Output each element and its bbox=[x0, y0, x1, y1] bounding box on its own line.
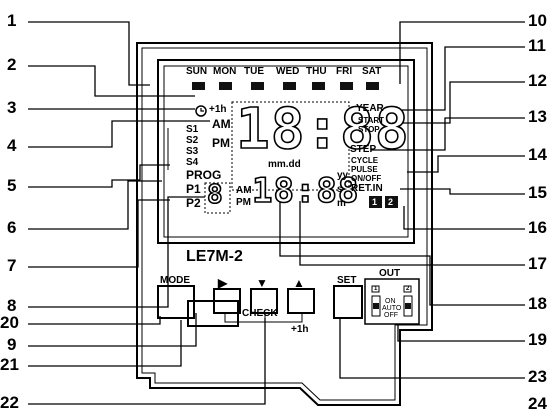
callout-17: 17 bbox=[528, 254, 547, 273]
up-arrow-icon[interactable]: ▲ bbox=[293, 276, 305, 290]
callout-7: 7 bbox=[7, 256, 17, 275]
callout-21: 21 bbox=[0, 355, 19, 374]
leader-lines bbox=[28, 21, 525, 405]
callout-23: 23 bbox=[528, 367, 547, 386]
mode-button-label[interactable]: MODE bbox=[160, 275, 190, 286]
plus1h-indicator: +1h bbox=[209, 104, 227, 115]
channel-1-label: 1 bbox=[372, 197, 378, 207]
right-button bbox=[213, 288, 241, 314]
callout-19: 19 bbox=[528, 330, 547, 349]
day-wed: WED bbox=[276, 66, 300, 77]
callout-4: 4 bbox=[7, 136, 17, 155]
set-button bbox=[333, 285, 363, 319]
callout-18: 18 bbox=[528, 294, 547, 313]
callout-2: 2 bbox=[7, 55, 17, 74]
lcd-window bbox=[157, 59, 415, 244]
callout-20: 20 bbox=[0, 313, 19, 332]
day-sat: SAT bbox=[362, 66, 382, 77]
pulse-label: PULSE bbox=[351, 165, 378, 174]
mode-button bbox=[157, 285, 195, 319]
callout-16: 16 bbox=[528, 218, 547, 237]
switch-off-label: OFF bbox=[384, 312, 398, 319]
callout-3: 3 bbox=[7, 98, 17, 117]
callout-22: 22 bbox=[0, 393, 19, 412]
day-mon: MON bbox=[213, 66, 237, 77]
main-time-digits: 18:88 bbox=[235, 97, 410, 162]
stop-label: STOP bbox=[358, 125, 380, 134]
callout-1: 1 bbox=[7, 11, 17, 30]
out-switch-box bbox=[364, 278, 420, 325]
device-body bbox=[136, 42, 433, 406]
am-indicator: AM bbox=[212, 117, 231, 131]
day-thu: THU bbox=[306, 66, 327, 77]
channel-2-box bbox=[385, 196, 398, 208]
pm-indicator: PM bbox=[212, 136, 230, 150]
s-label: s bbox=[337, 184, 343, 195]
day-fri: FRI bbox=[336, 66, 353, 77]
callout-10: 10 bbox=[528, 11, 547, 30]
slot-s4: S4 bbox=[186, 157, 199, 168]
secondary-digits: 18:88 bbox=[251, 171, 360, 211]
yy-label: yy bbox=[337, 170, 349, 181]
day-sun: SUN bbox=[186, 66, 208, 77]
year-label: YEAR bbox=[356, 103, 384, 114]
model-name: LE7M-2 bbox=[186, 248, 243, 265]
callout-24: 24 bbox=[528, 394, 547, 413]
check-label: CHECK bbox=[242, 308, 278, 319]
out-ch2-label: 2 bbox=[406, 286, 410, 292]
onoff-label: ON/OFF bbox=[351, 174, 382, 183]
down-arrow-icon[interactable]: ▼ bbox=[256, 276, 268, 290]
program-digit: 8 bbox=[206, 179, 224, 211]
lcd-inner bbox=[163, 65, 409, 238]
channel-1-box bbox=[369, 196, 382, 208]
callout-9: 9 bbox=[7, 335, 17, 354]
cycle-label: CYCLE bbox=[351, 156, 379, 165]
day-tue: TUE bbox=[244, 66, 264, 77]
p1-label: P1 bbox=[186, 182, 201, 196]
clock-icon bbox=[195, 105, 207, 117]
set-button-label[interactable]: SET bbox=[337, 275, 357, 286]
callout-13: 13 bbox=[528, 107, 547, 126]
switch-auto-label: AUTO bbox=[382, 305, 402, 312]
switch-on-label: ON bbox=[385, 298, 396, 305]
m-label: m bbox=[337, 198, 346, 209]
pm2-indicator: PM bbox=[236, 197, 251, 208]
slot-s3: S3 bbox=[186, 146, 199, 157]
step-label: STEP bbox=[350, 144, 377, 155]
callout-14: 14 bbox=[528, 145, 547, 164]
callout-12: 12 bbox=[528, 71, 547, 90]
prog-label: PROG bbox=[186, 168, 222, 182]
callout-15: 15 bbox=[528, 183, 547, 202]
callout-6: 6 bbox=[7, 218, 17, 237]
right-arrow-icon[interactable]: ▶ bbox=[218, 276, 228, 290]
p2-label: P2 bbox=[186, 196, 201, 210]
callout-5: 5 bbox=[7, 176, 17, 195]
callout-8: 8 bbox=[7, 296, 17, 315]
slot-s2: S2 bbox=[186, 135, 199, 146]
slot-s1: S1 bbox=[186, 124, 199, 135]
mmdd-label: mm.dd bbox=[268, 159, 301, 170]
plus1h-button-label: +1h bbox=[291, 324, 309, 335]
callout-11: 11 bbox=[528, 36, 546, 55]
out-label: OUT bbox=[379, 268, 401, 279]
retin-label: RET.IN bbox=[351, 183, 383, 194]
up-button bbox=[287, 288, 315, 314]
channel-2-label: 2 bbox=[388, 197, 394, 207]
start-label: START bbox=[358, 116, 385, 125]
day-indicators bbox=[192, 82, 379, 90]
down-button bbox=[250, 288, 278, 314]
device-inner-edge bbox=[141, 47, 428, 401]
out-ch1-label: 1 bbox=[374, 286, 378, 292]
am2-indicator: AM bbox=[236, 185, 252, 196]
